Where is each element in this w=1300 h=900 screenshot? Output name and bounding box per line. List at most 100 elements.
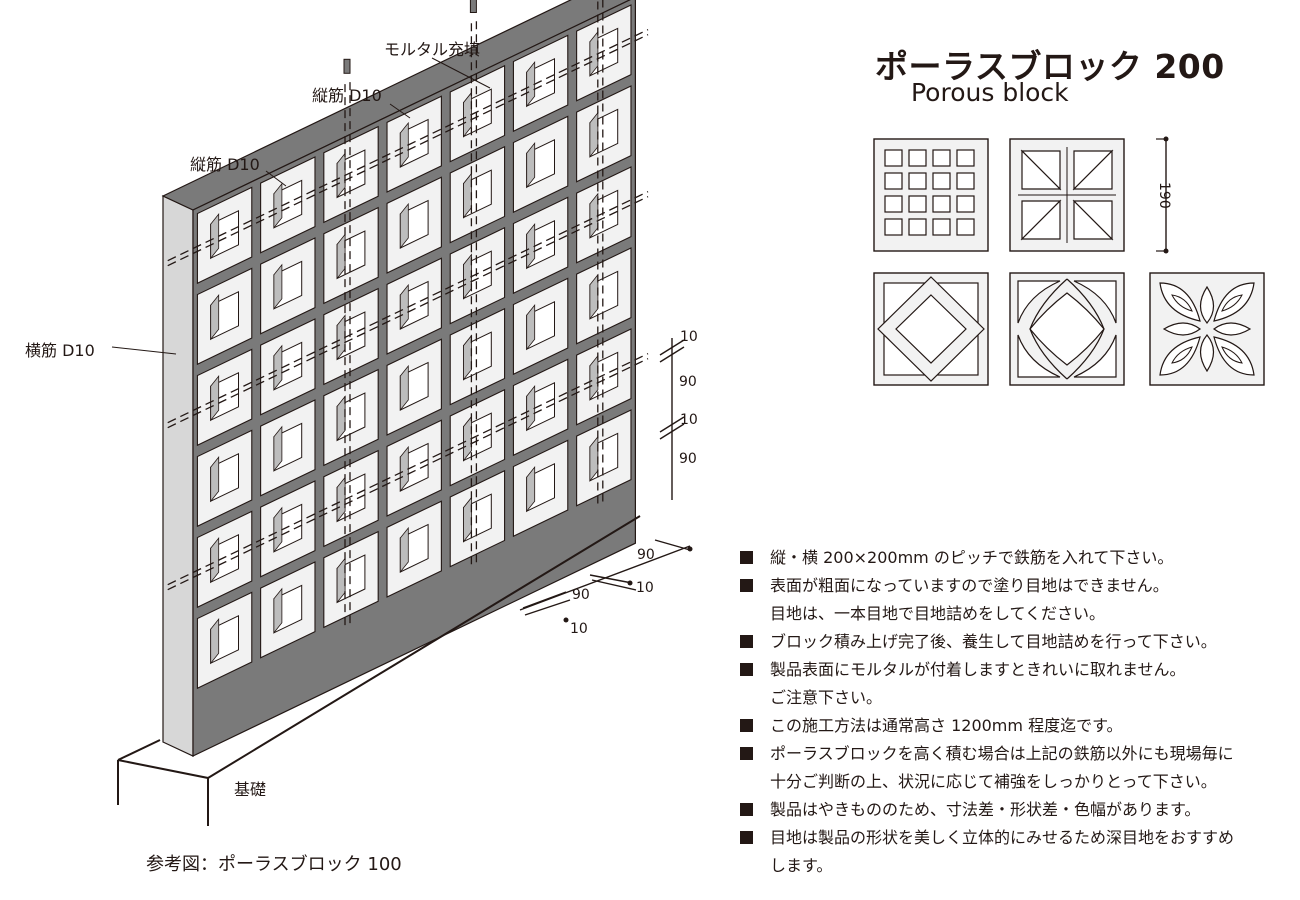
wall-block [386,500,442,598]
note-item: 製品はやきもののため、寸法差・形状差・色幅があります。 [740,796,1296,824]
mortar-label: モルタル充填 [384,40,481,59]
note-item: ブロック積み上げ完了後、養生して目地詰めを行って下さい。 [740,628,1296,656]
wall-left-side [162,195,194,757]
note-item: 縦・横 200×200mm のピッチで鉄筋を入れて下さい。 [740,544,1296,572]
horizontal-rebar-line [167,353,649,586]
foundation-edge [207,515,641,779]
wall-block [449,469,506,568]
wall-block [196,186,253,285]
wall-block [323,449,379,548]
note-text: 製品表面にモルタルが付着しますときれいに取れません。 [770,660,1186,679]
wall-block [512,277,569,376]
dimension-label: 90 [679,451,697,467]
wall-block [260,561,316,659]
dimension-tick [589,574,633,584]
note-item: 表面が粗面になっていますので塗り目地はできません。目地は、一本目地で目地詰めをし… [740,572,1296,628]
wall-block [196,429,253,528]
note-text: この施工方法は通常高さ 1200mm 程度迄です。 [770,716,1123,735]
vertical-bar-leader-2 [265,170,287,187]
rebar-end [343,58,351,74]
horizontal-rebar-line [167,29,649,262]
rebar-end [469,0,477,13]
wall-block [260,237,316,335]
dimension-label: 10 [636,580,654,596]
wall-block [196,591,253,690]
wall-block [323,125,379,224]
wall-block [196,267,253,366]
note-text: 縦・横 200×200mm のピッチで鉄筋を入れて下さい。 [770,548,1174,567]
wall-block [449,64,506,163]
horizontal-rebar-line [167,191,649,424]
dimension-tick [591,579,637,591]
wall-block [260,156,316,254]
dimension-lines [519,338,693,623]
height-dimension [1156,136,1169,254]
horizontal-rebar-line [167,196,649,429]
note-text: します。 [770,856,833,875]
wall-block [386,95,442,193]
wall-block [386,257,442,355]
bullet-square-icon [740,663,753,676]
diamond-pattern-icon [873,272,989,386]
dimension-tick [659,423,685,440]
note-text: 目地は製品の形状を美しく立体的にみせるため深目地をおすすめ [770,828,1235,847]
bullet-square-icon [740,635,753,648]
note-item: 製品表面にモルタルが付着しますときれいに取れません。ご注意下さい。 [740,656,1296,712]
wall-block [323,530,379,629]
rebar-lines [111,0,649,626]
note-text: 表面が粗面になっていますので塗り目地はできません。 [770,576,1169,595]
dimension-tick [524,599,571,616]
star-pattern-icon [1009,138,1125,252]
wall-block [576,85,632,183]
wall-block [260,399,316,497]
note-text: 目地は、一本目地で目地詰めをしてください。 [770,604,1106,623]
grid-pattern-icon [873,138,989,252]
diagram-caption: 参考図：ポーラスブロック 100 [146,854,402,875]
curved-lattice-pattern-icon [1009,272,1125,386]
dimension-label: 10 [680,412,698,428]
horizontal-rebar-line [167,358,649,591]
foundation-edge [117,739,161,761]
wall-block [512,358,569,457]
dimension-label: 90 [679,374,697,390]
bullet-square-icon [740,803,753,816]
wall-block [512,34,569,133]
wall-block [196,510,253,609]
flower-pattern-icon [1149,272,1265,386]
mortar-leader [431,57,491,89]
wall-block [449,307,506,406]
bullet-square-icon [740,579,753,592]
dimension-tick [659,346,685,363]
wall-block [386,338,442,436]
wall-block [196,348,253,447]
dimension-tick [659,416,685,433]
vertical-bar-leader-1 [389,103,411,119]
dimension-tick [522,591,567,609]
dimension-label: 90 [637,547,655,563]
wall-block [449,388,506,487]
wall-block [449,145,506,244]
vertical-bar-label-1: 縦筋 D10 [312,86,382,105]
pattern-height-label: 190 [1156,182,1172,209]
dimension-dot [627,580,633,586]
bullet-square-icon [740,719,753,732]
wall-block [576,409,632,507]
bullet-square-icon [740,551,753,564]
horizontal-bar-label: 横筋 D10 [25,341,95,360]
wall-block [260,480,316,578]
wall-block [386,176,442,274]
dimension-dot [687,546,693,552]
note-item: ポーラスブロックを高く積む場合は上記の鉄筋以外にも現場毎に十分ご判断の上、状況に… [740,740,1296,796]
wall-block [576,328,632,426]
dimension-label: 90 [572,587,590,603]
construction-notes: 縦・横 200×200mm のピッチで鉄筋を入れて下さい。表面が粗面になっていま… [740,544,1296,880]
wall-block [576,4,632,102]
wall-block [449,226,506,325]
note-item: この施工方法は通常高さ 1200mm 程度迄です。 [740,712,1296,740]
dimension-label: 10 [680,329,698,345]
dimension-tick [654,539,691,551]
wall-block [323,206,379,305]
note-text: 製品はやきもののため、寸法差・形状差・色幅があります。 [770,800,1201,819]
product-title: ポーラスブロック 200 [875,47,1225,86]
wall-block [576,166,632,264]
